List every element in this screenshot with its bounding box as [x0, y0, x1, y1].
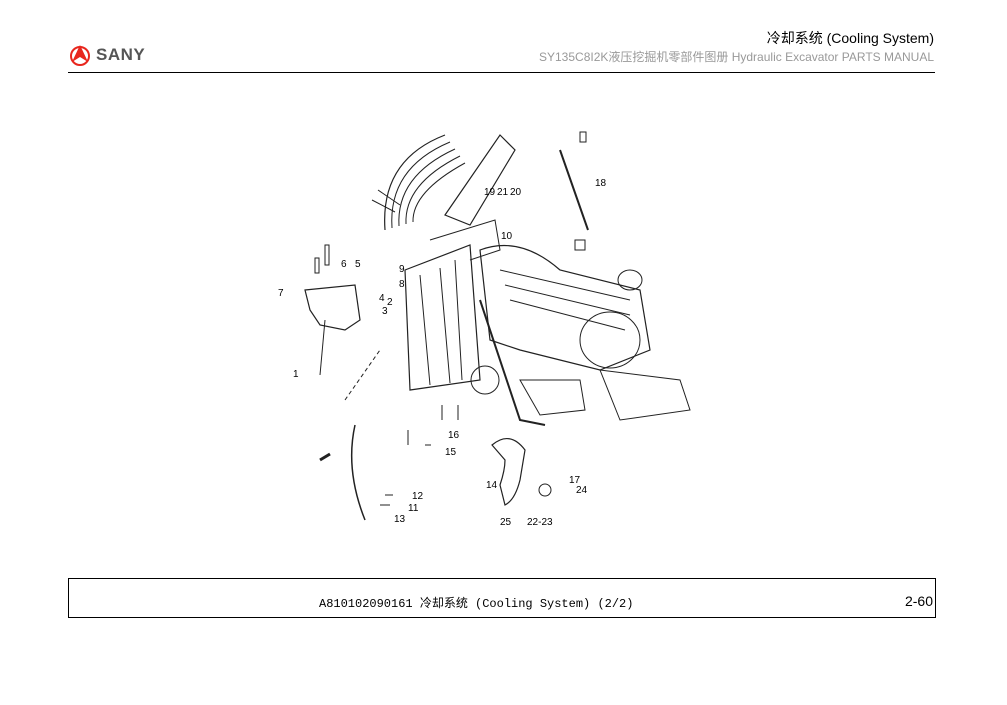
callout: 12: [412, 491, 424, 502]
callout: 15: [445, 447, 457, 458]
callout: 21: [497, 187, 509, 198]
figure-caption: A810102090161 冷却系统 (Cooling System) (2/2…: [319, 597, 634, 611]
page-title: 冷却系统 (Cooling System): [766, 30, 934, 46]
header-divider: [68, 72, 935, 73]
callout: 16: [448, 430, 460, 441]
callout: 11: [408, 503, 419, 514]
callout: 2: [387, 297, 393, 308]
callout: 9: [399, 264, 405, 275]
drain-hose: [350, 424, 366, 521]
callout: 14: [486, 480, 498, 491]
stay-rod: [559, 149, 589, 231]
callout: 17: [569, 475, 581, 486]
callout: 4: [379, 293, 385, 304]
sany-emblem-icon: [70, 45, 90, 66]
engine: [470, 244, 691, 426]
callout: 8: [399, 279, 405, 290]
callout: 22-23: [527, 517, 553, 528]
callout: 10: [501, 231, 513, 242]
radiator: [404, 219, 501, 391]
bracket-plate: [444, 134, 516, 226]
callout: 18: [595, 178, 607, 189]
callout: 5: [355, 259, 361, 270]
callout: 13: [394, 514, 406, 525]
callout: 25: [500, 517, 512, 528]
callout: 1: [293, 369, 299, 380]
callout: 7: [278, 288, 284, 299]
water-hose: [491, 438, 526, 506]
manual-subtitle: SY135C8I2K液压挖掘机零部件图册 Hydraulic Excavator…: [539, 50, 934, 64]
callout: 3: [382, 306, 388, 317]
brand-name: SANY: [96, 45, 146, 64]
reserve-tank: [304, 284, 361, 331]
footer-caption-box: A810102090161 冷却系统 (Cooling System) (2/2…: [68, 578, 936, 618]
fan-guard: [371, 134, 466, 231]
page-number: 2-60: [904, 593, 933, 609]
callout: 24: [576, 485, 588, 496]
callout: 6: [341, 259, 347, 270]
callout: 19: [484, 187, 496, 198]
callout: 20: [510, 187, 522, 198]
sany-logo: SANY: [68, 44, 145, 66]
